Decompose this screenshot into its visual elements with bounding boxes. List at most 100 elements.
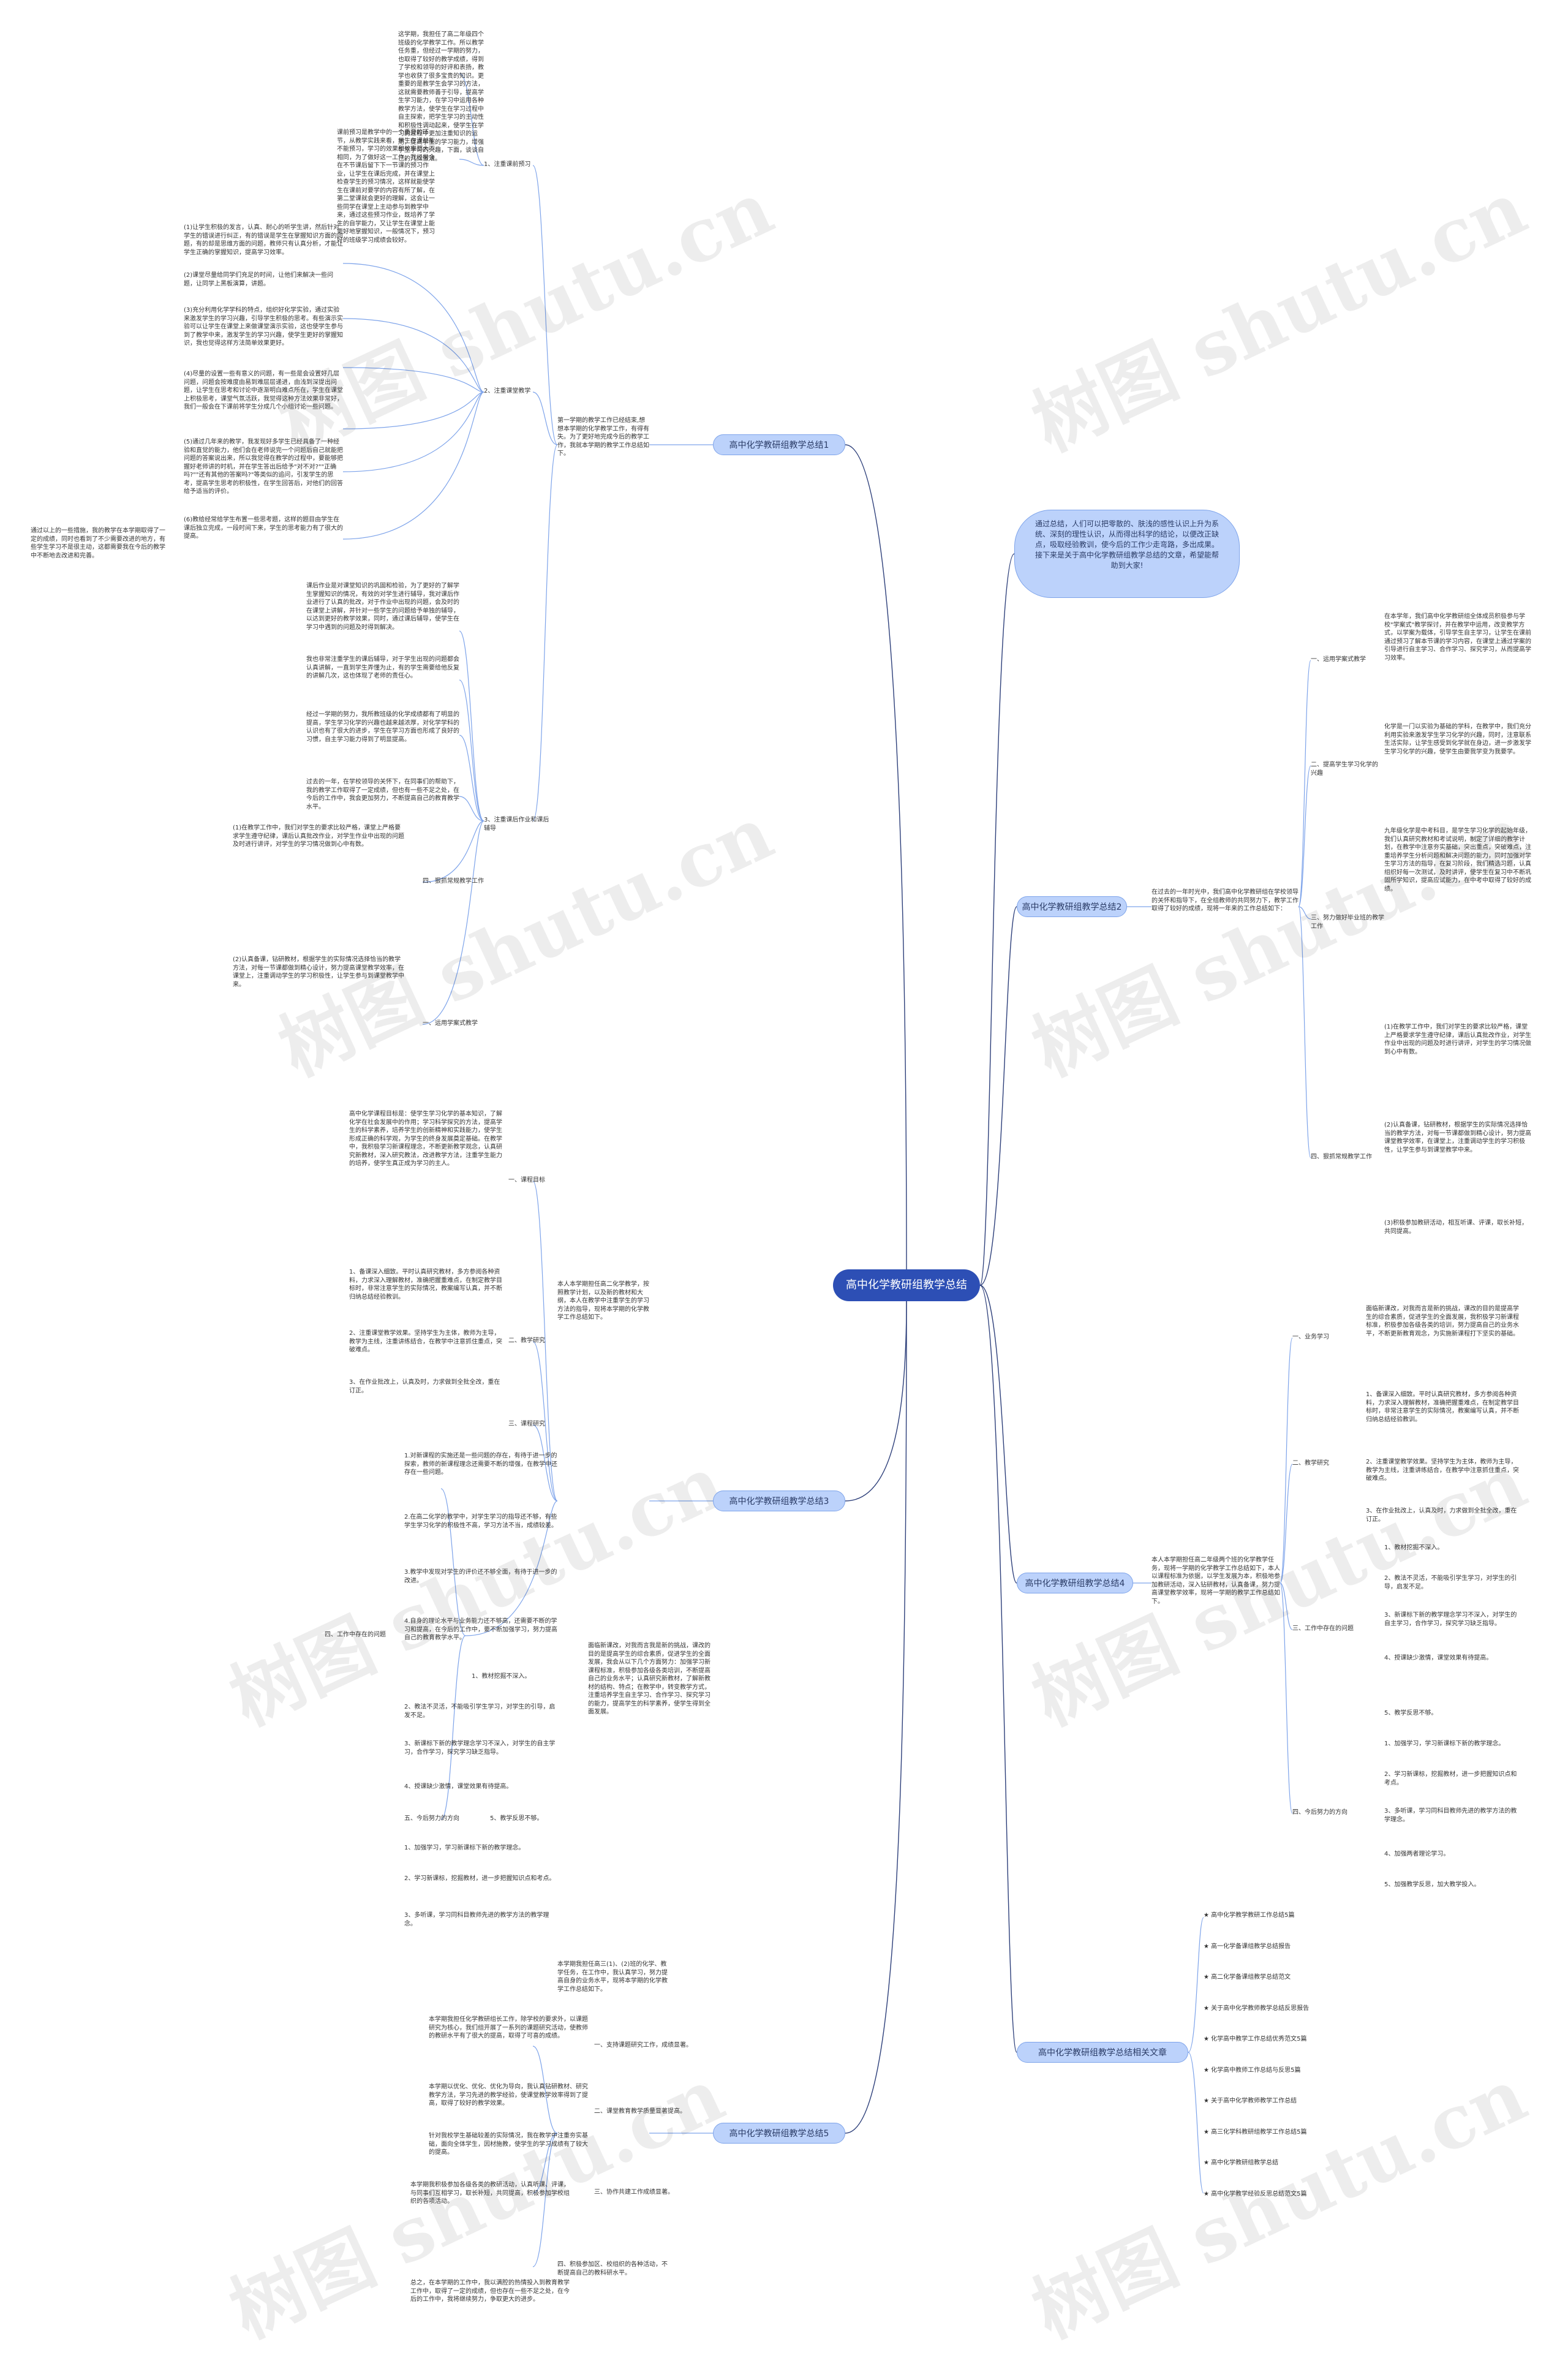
s1-h2c: (3)充分利用化学学科的特点，组织好化学实验，通过实验来激发学生的学习兴趣，引导… — [184, 307, 343, 347]
s2-h3a: 九年级化学是中考科目，是学生学习化学的起始年级，我们认真研究教材和考试说明，制定… — [1384, 828, 1531, 893]
s4-h3d: 4、授课缺少激情，课堂效果有待提高。 — [1384, 1655, 1493, 1661]
s2-h2: 二、提高学生学习化学的兴趣 — [1311, 761, 1378, 777]
s4-h4e: 5、加强教学反思，加大教学投入。 — [1384, 1881, 1480, 1888]
s3-h4d: 4.自身的理论水平与业务能力还不够高，还需要不断的学习和提高，在今后的工作中，要… — [404, 1618, 557, 1641]
s2-h4a: (1)在教学工作中，我们对学生的要求比较严格，课堂上严格要求学生遵守纪律，课后认… — [1384, 1024, 1531, 1056]
related-article-link[interactable]: ★ 高二化学备课组教学总结范文 — [1204, 1974, 1291, 1981]
s3-h4b: 2.在高二化学的教学中，对学生学习的指导还不够，有些学生学习化学的积极性不高，学… — [404, 1514, 557, 1529]
related-article-link[interactable]: ★ 高中化学教研组教学总结 — [1204, 2160, 1279, 2166]
s1-h2b: (2)课堂尽量给同学们充足的时间，让他们来解决一些问题，让同学上黑板演算，讲题。 — [184, 272, 334, 287]
s1-h2f: (6)教给经常给学生布置一些思考题，这样的题目由学生在课后独立完成，一段时间下来… — [184, 516, 343, 540]
branch-4[interactable]: 高中化学教研组教学总结4 — [1017, 1573, 1133, 1593]
s4-h4c: 3、多听课，学习同科目教师先进的教学方法的教学理念。 — [1384, 1808, 1517, 1823]
s4-h1: 一、业务学习 — [1292, 1334, 1329, 1340]
s1-h3b: 我也非常注重学生的课后辅导，对于学生出现的问题都会认真讲解，一直到学生弄懂为止，… — [306, 656, 459, 679]
s5-h2: 二、课堂教育教学质量显著提高。 — [594, 2108, 686, 2115]
s3-h5c: 2、学习新课标，挖掘教材，进一步把握知识点和考点。 — [404, 1875, 556, 1882]
s3-lead: 本人本学期担任高二化学教学，按照教学计划，以及新的教材和大纲，本人在教学中注重学… — [557, 1281, 649, 1321]
s5-h4a: 总之，在本学期的工作中，我以满腔的热情投入到教育教学工作中，取得了一定的成绩，但… — [410, 2280, 570, 2303]
s3-h4g: 3、新课标下新的教学理念学习不深入，对学生的自主学习，合作学习，探究学习缺乏指导… — [404, 1740, 556, 1756]
related-article-link[interactable]: ★ 高中化学教学教研工作总结5篇 — [1204, 1912, 1295, 1919]
s4-h2: 二、教学研究 — [1292, 1460, 1329, 1467]
s1-h4: 四、狠抓常规教学工作 — [423, 878, 484, 885]
s3-h4f: 2、教法不灵活，不能吸引学生学习，对学生的引导，启发不足。 — [404, 1704, 556, 1719]
s2-h1: 一、运用学案式教学 — [1311, 656, 1366, 663]
related-article-link[interactable]: ★ 化学高中教师工作总结与反思5篇 — [1204, 2066, 1301, 2074]
s4-h3: 三、工作中存在的问题 — [1292, 1625, 1354, 1632]
intro-node[interactable]: 通过总结，人们可以把零散的、肤浅的感性认识上升为系统、深刻的理性认识，从而得出科… — [1014, 510, 1240, 598]
related-articles-list: ★ 高中化学教学教研工作总结5篇 ★ 高一化学备课组教学总结报告 ★ 高二化学备… — [1204, 1911, 1449, 2221]
s2-h1a: 在本学年，我们高中化学教研组全体成员积极参与学校"学案式"教学探讨，并在教学中运… — [1384, 613, 1531, 662]
s3-h4h: 4、授课缺少激情，课堂效果有待提高。 — [404, 1783, 513, 1790]
s3-h4e: 1、教材挖掘不深入。 — [472, 1673, 531, 1680]
s2-h4b: (2)认真备课，钻研教材，根据学生的实际情况选择恰当的教学方法，对每一节课都做到… — [1384, 1122, 1531, 1154]
s4-h4a: 1、加强学习，学习新课标下新的教学理念。 — [1384, 1740, 1505, 1747]
related-article-link[interactable]: ★ 化学高中教学工作总结优秀范文5篇 — [1204, 2036, 1307, 2042]
s1-h2: 2、注重课堂教学 — [484, 388, 531, 395]
s3-h1a: 高中化学课程目标是：使学生学习化学的基本知识，了解化学在社会发展中的作用；学习科… — [349, 1111, 502, 1167]
s2-lead: 在过去的一年时光中，我们高中化学教研组在学校领导的关怀和指导下，在全组教师的共同… — [1152, 889, 1298, 912]
s3-h3: 三、课程研究 — [508, 1421, 545, 1427]
related-article-link[interactable]: ★ 高中化学教学经验反思总结范文5篇 — [1204, 2190, 1307, 2197]
s5-h1a: 本学期我担任化学教研组长工作，除学校的要求外，以课题研究为核心，我们组开展了一系… — [429, 2016, 588, 2039]
s4-h2b: 2、注重课堂教学效果。坚持学生为主体，教师为主导，教学为主线，注重讲练结合，在教… — [1366, 1459, 1519, 1482]
s2-h4: 四、狠抓常规教学工作 — [1311, 1154, 1372, 1160]
s4-h3c: 3、新课标下新的教学理念学习不深入，对学生的自主学习，合作学习，探究学习缺乏指导… — [1384, 1612, 1517, 1627]
s1-h2e: (5)通过几年来的教学，我发现好多学生已经具备了一种经验和直觉的能力，他们会在老… — [184, 439, 343, 495]
s5-h2b: 针对我校学生基础较差的实际情况，我在教学中注重夯实基础，面向全体学生，因材施教，… — [429, 2133, 588, 2156]
s4-lead: 本人本学期担任高二年级两个班的化学教学任务，现将一学期的化学教学工作总结如下，本… — [1152, 1557, 1280, 1605]
s1-h3a: 课后作业是对课堂知识的巩固和检验，为了更好的了解学生掌握知识的情况，有效的对学生… — [306, 583, 459, 631]
s5-lead: 本学期我担任高三(1)、(2)班的化学、教学任务，在工作中，我认真学习，努力提高… — [557, 1961, 668, 1993]
s4-h2a: 1、备课深入细致。平时认真研究教材，多方参阅各种资料，力求深入理解教材，准确把握… — [1366, 1391, 1519, 1423]
s1-h2a: (1)让学生积极的发言，认真、耐心的听学生讲，然后针对学生的错误进行纠正，有的错… — [184, 224, 343, 256]
s3-h4c: 3.教学中发现对学生的评价还不够全面，有待于进一步的改进。 — [404, 1569, 557, 1584]
s1-h5: 一、运用学案式教学 — [423, 1020, 478, 1027]
branch-2[interactable]: 高中化学教研组教学总结2 — [1017, 896, 1127, 917]
s3-mid: 面临新课改，对我而言我是新的挑战，课改的目的是提高学生的综合素质，促进学生的全面… — [588, 1642, 710, 1715]
branch-1[interactable]: 高中化学教研组教学总结1 — [713, 434, 845, 455]
s3-h5b: 1、加强学习，学习新课标下新的教学理念。 — [404, 1845, 525, 1851]
s1-h1b: 课前预习是教学中的一个重要的环节，从教学实践来看，学生在课前能不能预习，学习的效… — [337, 129, 435, 244]
s2-h4c: (3)积极参加教研活动，相互听课、评课，取长补短，共同提高。 — [1384, 1220, 1528, 1235]
s4-h3a: 1、教材挖掘不深入。 — [1384, 1544, 1444, 1551]
s3-h2a: 1、备课深入细致。平时认真研究教材，多方参阅各种资料，力求深入理解教材，准确把握… — [349, 1269, 502, 1301]
s5-h4: 四、积极参加区、校组织的各种活动，不断提高自己的教科研水平。 — [557, 2261, 668, 2277]
s3-h2b: 2、注重课堂教学效果。坚持学生为主体，教师为主导，教学为主线，注重讲练结合，在教… — [349, 1330, 502, 1353]
branch-related-articles[interactable]: 高中化学教研组教学总结相关文章 — [1017, 2042, 1188, 2063]
branch-5[interactable]: 高中化学教研组教学总结5 — [713, 2123, 845, 2144]
s2-h3: 三、努力做好毕业班的教学工作 — [1311, 915, 1384, 930]
related-article-link[interactable]: ★ 关于高中化学教师教学工作总结 — [1204, 2098, 1297, 2104]
s1-h3: 3、注重课后作业和课后辅导 — [484, 817, 549, 832]
s3-h4: 四、工作中存在的问题 — [325, 1631, 386, 1638]
related-article-link[interactable]: ★ 高一化学备课组教学总结报告 — [1204, 1943, 1291, 1950]
s4-h1a: 面临新课改，对我而言是新的挑战，课改的目的是提高学生的综合素质，促进学生的全面发… — [1366, 1306, 1519, 1337]
s3-h2c: 3、在作业批改上，认真及时，力求做到全批全改，重在订正。 — [349, 1379, 500, 1394]
related-article-link[interactable]: ★ 高三化学科教研组教学工作总结5篇 — [1204, 2128, 1307, 2136]
s4-h2c: 3、在作业批改上，认真及时，力求做到全批全改，重在订正。 — [1366, 1508, 1517, 1523]
s1-h5a: (2)认真备课，钻研教材，根据学生的实际情况选择恰当的教学方法，对每一节课都做到… — [233, 956, 404, 988]
s4-h3b: 2、教法不灵活，不能吸引学生学习，对学生的引导，启发不足。 — [1384, 1575, 1517, 1590]
s1-h4a: (1)在教学工作中，我们对学生的要求比较严格，课堂上严格要求学生遵守纪律，课后认… — [233, 825, 404, 848]
s1-h3d: 过去的一年，在学校领导的关怀下，在同事们的帮助下，我的教学工作取得了一定成绩，但… — [306, 779, 459, 811]
related-article-link[interactable]: ★ 关于高中化学教师教学总结反思报告 — [1204, 2005, 1310, 2012]
s2-h2a: 化学是一门以实验为基础的学科，在教学中，我们充分利用实验来激发学生学习化学的兴趣… — [1384, 724, 1531, 755]
s3-h5d: 3、多听课，学习同科目教师先进的教学方法的教学理念。 — [404, 1912, 549, 1927]
s1-h2d: (4)尽量的设置一些有意义的问题，有一些是会设置好几层问题，问题会按难度由易到难… — [184, 371, 343, 410]
s1-h1: 1、注重课前预习 — [484, 161, 531, 168]
s3-h1: 一、课程目标 — [508, 1177, 545, 1184]
root-topic[interactable]: 高中化学教研组教学总结 — [833, 1269, 980, 1301]
s3-h4a: 1.对新课程的实施还是一些问题的存在，有待于进一步的探索，教师的新课程理念还需要… — [404, 1453, 557, 1476]
branch-3[interactable]: 高中化学教研组教学总结3 — [713, 1491, 845, 1511]
s5-h2a: 本学期以优化、优化、优化为导向，我认真钻研教材、研究教学方法，学习先进的教学经验… — [429, 2084, 588, 2107]
s1-h3c: 经过一学期的努力，我所教班级的化学成绩都有了明显的提高，学生学习化学的兴趣也越来… — [306, 711, 459, 743]
s3-h5a: 5、教学反思不够。 — [490, 1815, 543, 1822]
s1-tail: 通过以上的一些措施，我的教学在本学期取得了一定的成绩，同时也看到了不少需要改进的… — [31, 527, 165, 559]
s4-h4d: 4、加强两者理论学习。 — [1384, 1851, 1450, 1857]
s3-h2: 二、教学研究 — [508, 1337, 545, 1344]
s4-h4: 四、今后努力的方向 — [1292, 1809, 1348, 1816]
s5-h3a: 本学期我积极参加各级各类的教研活动，认真听课、评课，与同事们互相学习，取长补短，… — [410, 2182, 570, 2205]
s4-h3e: 5、教学反思不够。 — [1384, 1710, 1438, 1717]
s5-h3: 三、协作共建工作成绩显著。 — [594, 2189, 674, 2196]
s1-h1a: 这学期，我担任了高二年级四个班级的化学教学工作。所以教学任务重，但经过一学期的努… — [398, 31, 484, 162]
